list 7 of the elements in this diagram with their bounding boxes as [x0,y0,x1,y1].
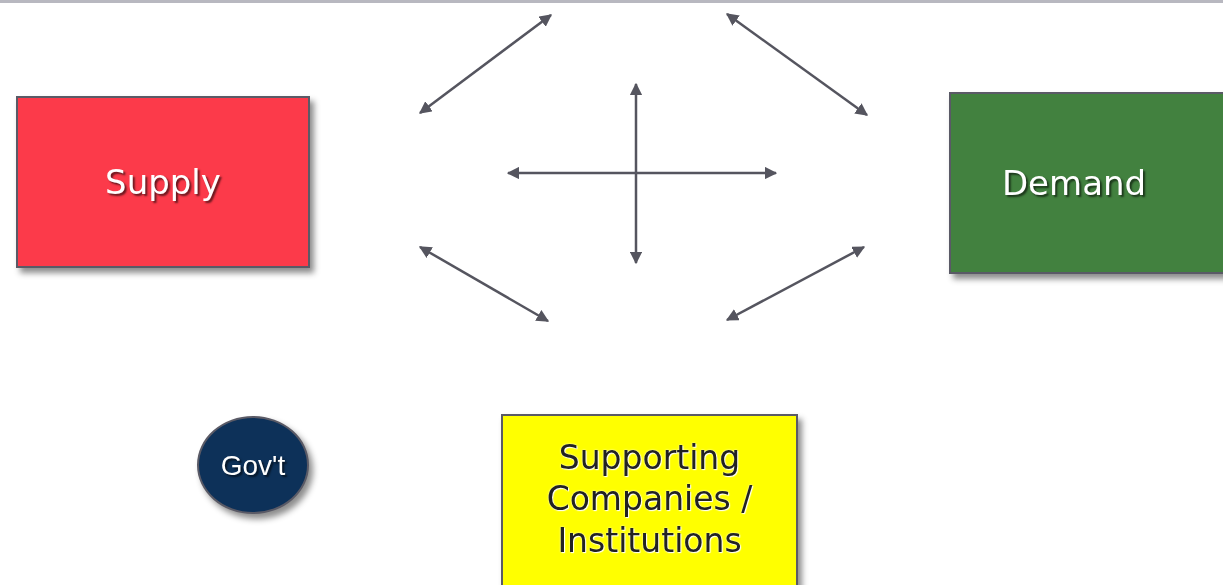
node-label: Gov't [220,448,286,483]
node-label: Supply [105,160,221,204]
process-box [501,414,798,585]
node-label: Supporting Companies / Institutions [545,437,754,561]
node-label: Demand [1001,161,1147,205]
process-box [16,96,310,268]
process-box [949,92,1223,274]
